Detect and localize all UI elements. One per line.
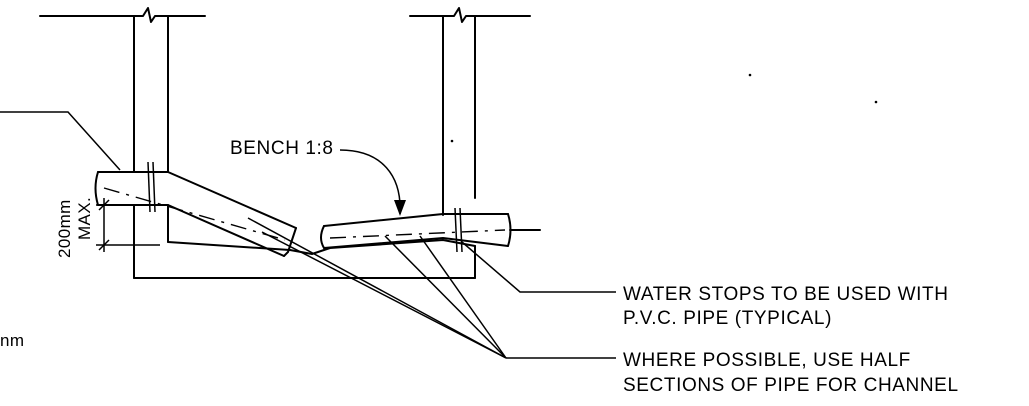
water-stops-note-line-1: WATER STOPS TO BE USED WITH bbox=[623, 284, 949, 305]
half-sections-leader-lines bbox=[247, 217, 616, 359]
dimension-200mm-max bbox=[96, 198, 160, 252]
half-sections-note-line-2: SECTIONS OF PIPE FOR CHANNEL bbox=[623, 375, 959, 396]
cut-off-edge-text: nm bbox=[0, 331, 24, 350]
water-stops-leader-line bbox=[461, 241, 616, 293]
bench-arrowhead bbox=[394, 200, 406, 216]
inlet-pipe-leader-line bbox=[0, 111, 121, 171]
stray-dot bbox=[748, 73, 752, 77]
dimension-qualifier-label: MAX. bbox=[75, 197, 94, 240]
bench-slope-label: BENCH 1:8 bbox=[230, 138, 334, 159]
outlet-pipe bbox=[320, 207, 541, 253]
stray-dot bbox=[450, 139, 454, 143]
water-stops-note-line-2: P.V.C. PIPE (TYPICAL) bbox=[623, 308, 832, 329]
left-wall bbox=[39, 7, 206, 279]
inlet-pipe bbox=[94, 161, 297, 257]
stray-dot bbox=[874, 100, 878, 104]
dimension-value-label: 200mm bbox=[55, 199, 74, 258]
half-sections-note-line-1: WHERE POSSIBLE, USE HALF bbox=[623, 350, 911, 371]
bench-arrow-curve bbox=[339, 149, 401, 215]
right-wall bbox=[409, 7, 531, 279]
